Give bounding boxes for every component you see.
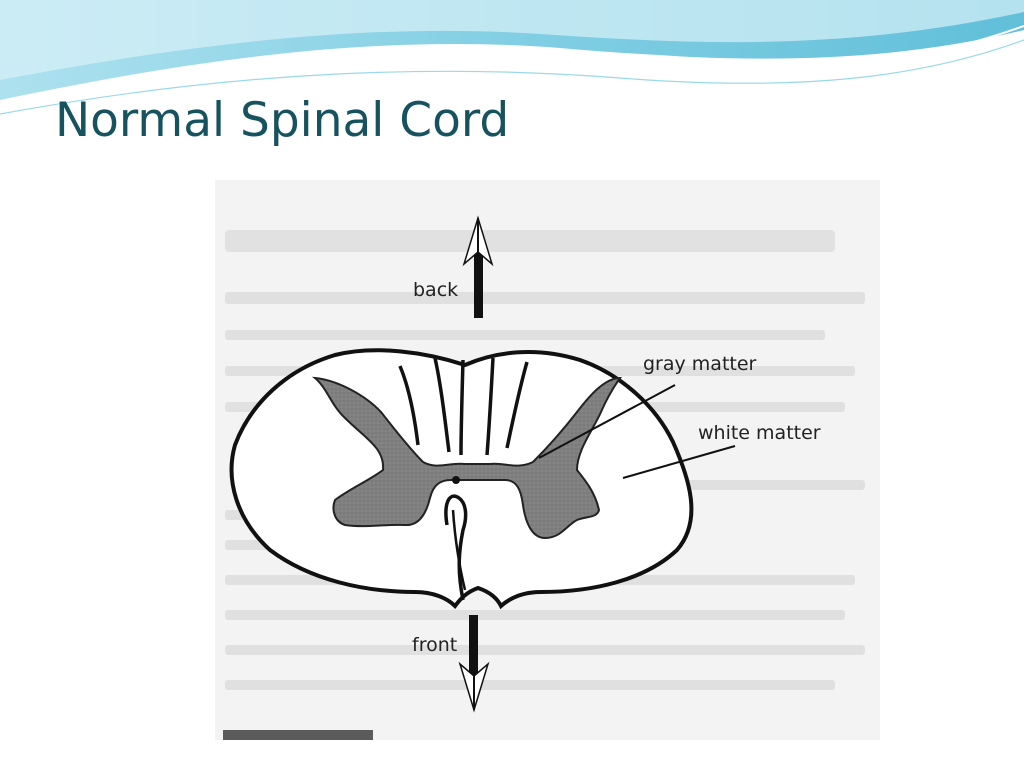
gray-matter-label: gray matter xyxy=(643,353,757,375)
back-label: back xyxy=(413,279,458,301)
dorsal-septum-lines xyxy=(398,357,529,456)
central-canal xyxy=(452,476,460,484)
wave-line-2 xyxy=(0,39,1024,115)
front-label: front xyxy=(412,634,457,656)
back-arrow xyxy=(462,215,494,318)
front-arrow xyxy=(458,615,490,713)
white-matter-pointer xyxy=(622,445,736,479)
wave-band-light xyxy=(0,0,1024,80)
wave-line-3 xyxy=(199,50,721,73)
spinal-cord-diagram: back gray matter white matter fron xyxy=(215,180,880,740)
figure-caption-fragment xyxy=(223,730,373,740)
header-wave-decoration xyxy=(0,0,1024,115)
wave-line-1 xyxy=(0,25,1024,109)
slide-title: Normal Spinal Cord xyxy=(55,93,510,148)
white-matter-label: white matter xyxy=(698,422,821,444)
gray-matter-pointer xyxy=(538,384,676,459)
gray-matter xyxy=(311,376,622,540)
